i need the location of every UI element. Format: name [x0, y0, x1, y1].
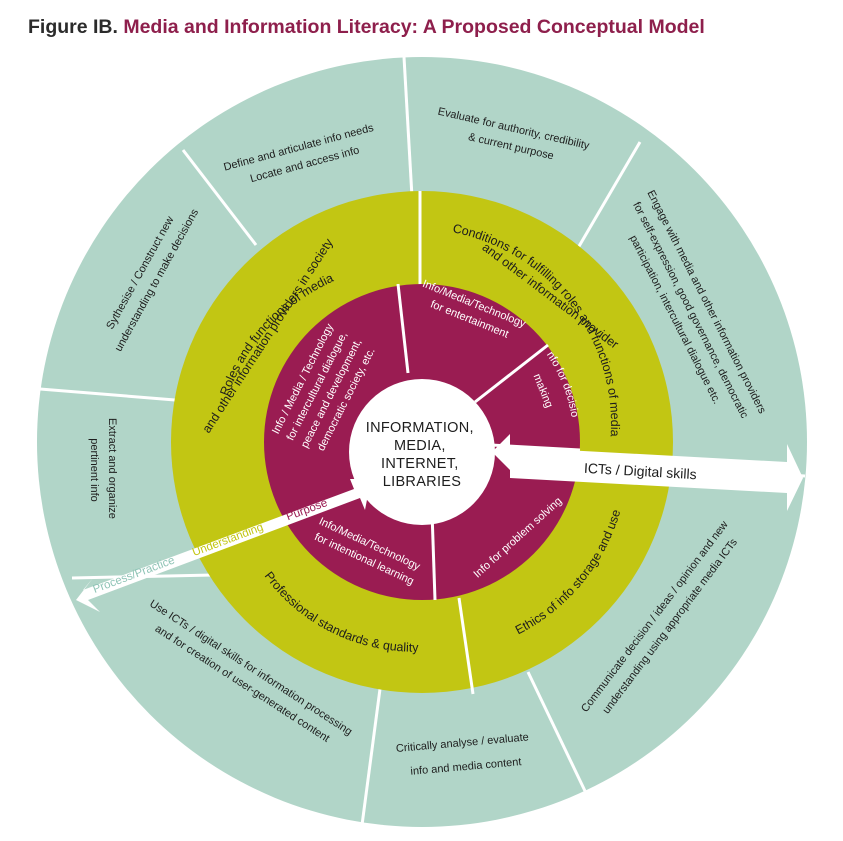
center-label: INFORMATION, MEDIA, INTERNET, LIBRARIES — [366, 420, 478, 490]
figure-number: Figure IB. — [28, 16, 118, 38]
center-line: INTERNET, — [381, 456, 459, 472]
arrow-icts: ICTs / Digital skills — [492, 434, 803, 511]
figure-caption: Media and Information Literacy: A Propos… — [123, 16, 705, 38]
divider-synthesise-define — [181, 149, 258, 246]
divider-define-evaluate — [402, 56, 414, 198]
inner-label-intercultural: Info / Media / Technology for intercultu… — [270, 319, 380, 458]
arrow-icts-shaft — [492, 434, 803, 511]
figure-title: Figure IB. Media and Information Literac… — [28, 16, 705, 39]
outer-ring-dividers — [39, 56, 806, 826]
arrow-icts-label: ICTs / Digital skills — [584, 460, 698, 482]
divider-communicate-analyse — [526, 671, 587, 792]
divider-analyse-useicts — [360, 688, 382, 826]
center-line: INFORMATION, — [366, 420, 474, 436]
outer-label-extract: Extract and organize pertinent info — [88, 418, 118, 522]
center-circle — [349, 379, 495, 525]
middle-ring-dividers — [418, 191, 475, 695]
divider-problem-learning — [430, 511, 437, 601]
center-line: LIBRARIES — [383, 474, 461, 490]
divider-evaluate-engage — [576, 141, 642, 249]
arrow-process-shaft — [76, 479, 371, 612]
divider-entertainment-decision — [474, 343, 549, 404]
divider-extract-synthesise — [39, 387, 176, 402]
center-line: MEDIA, — [394, 438, 446, 454]
divider-ethics-standards — [457, 597, 475, 695]
divider-intercultural-entertainment — [396, 283, 410, 374]
